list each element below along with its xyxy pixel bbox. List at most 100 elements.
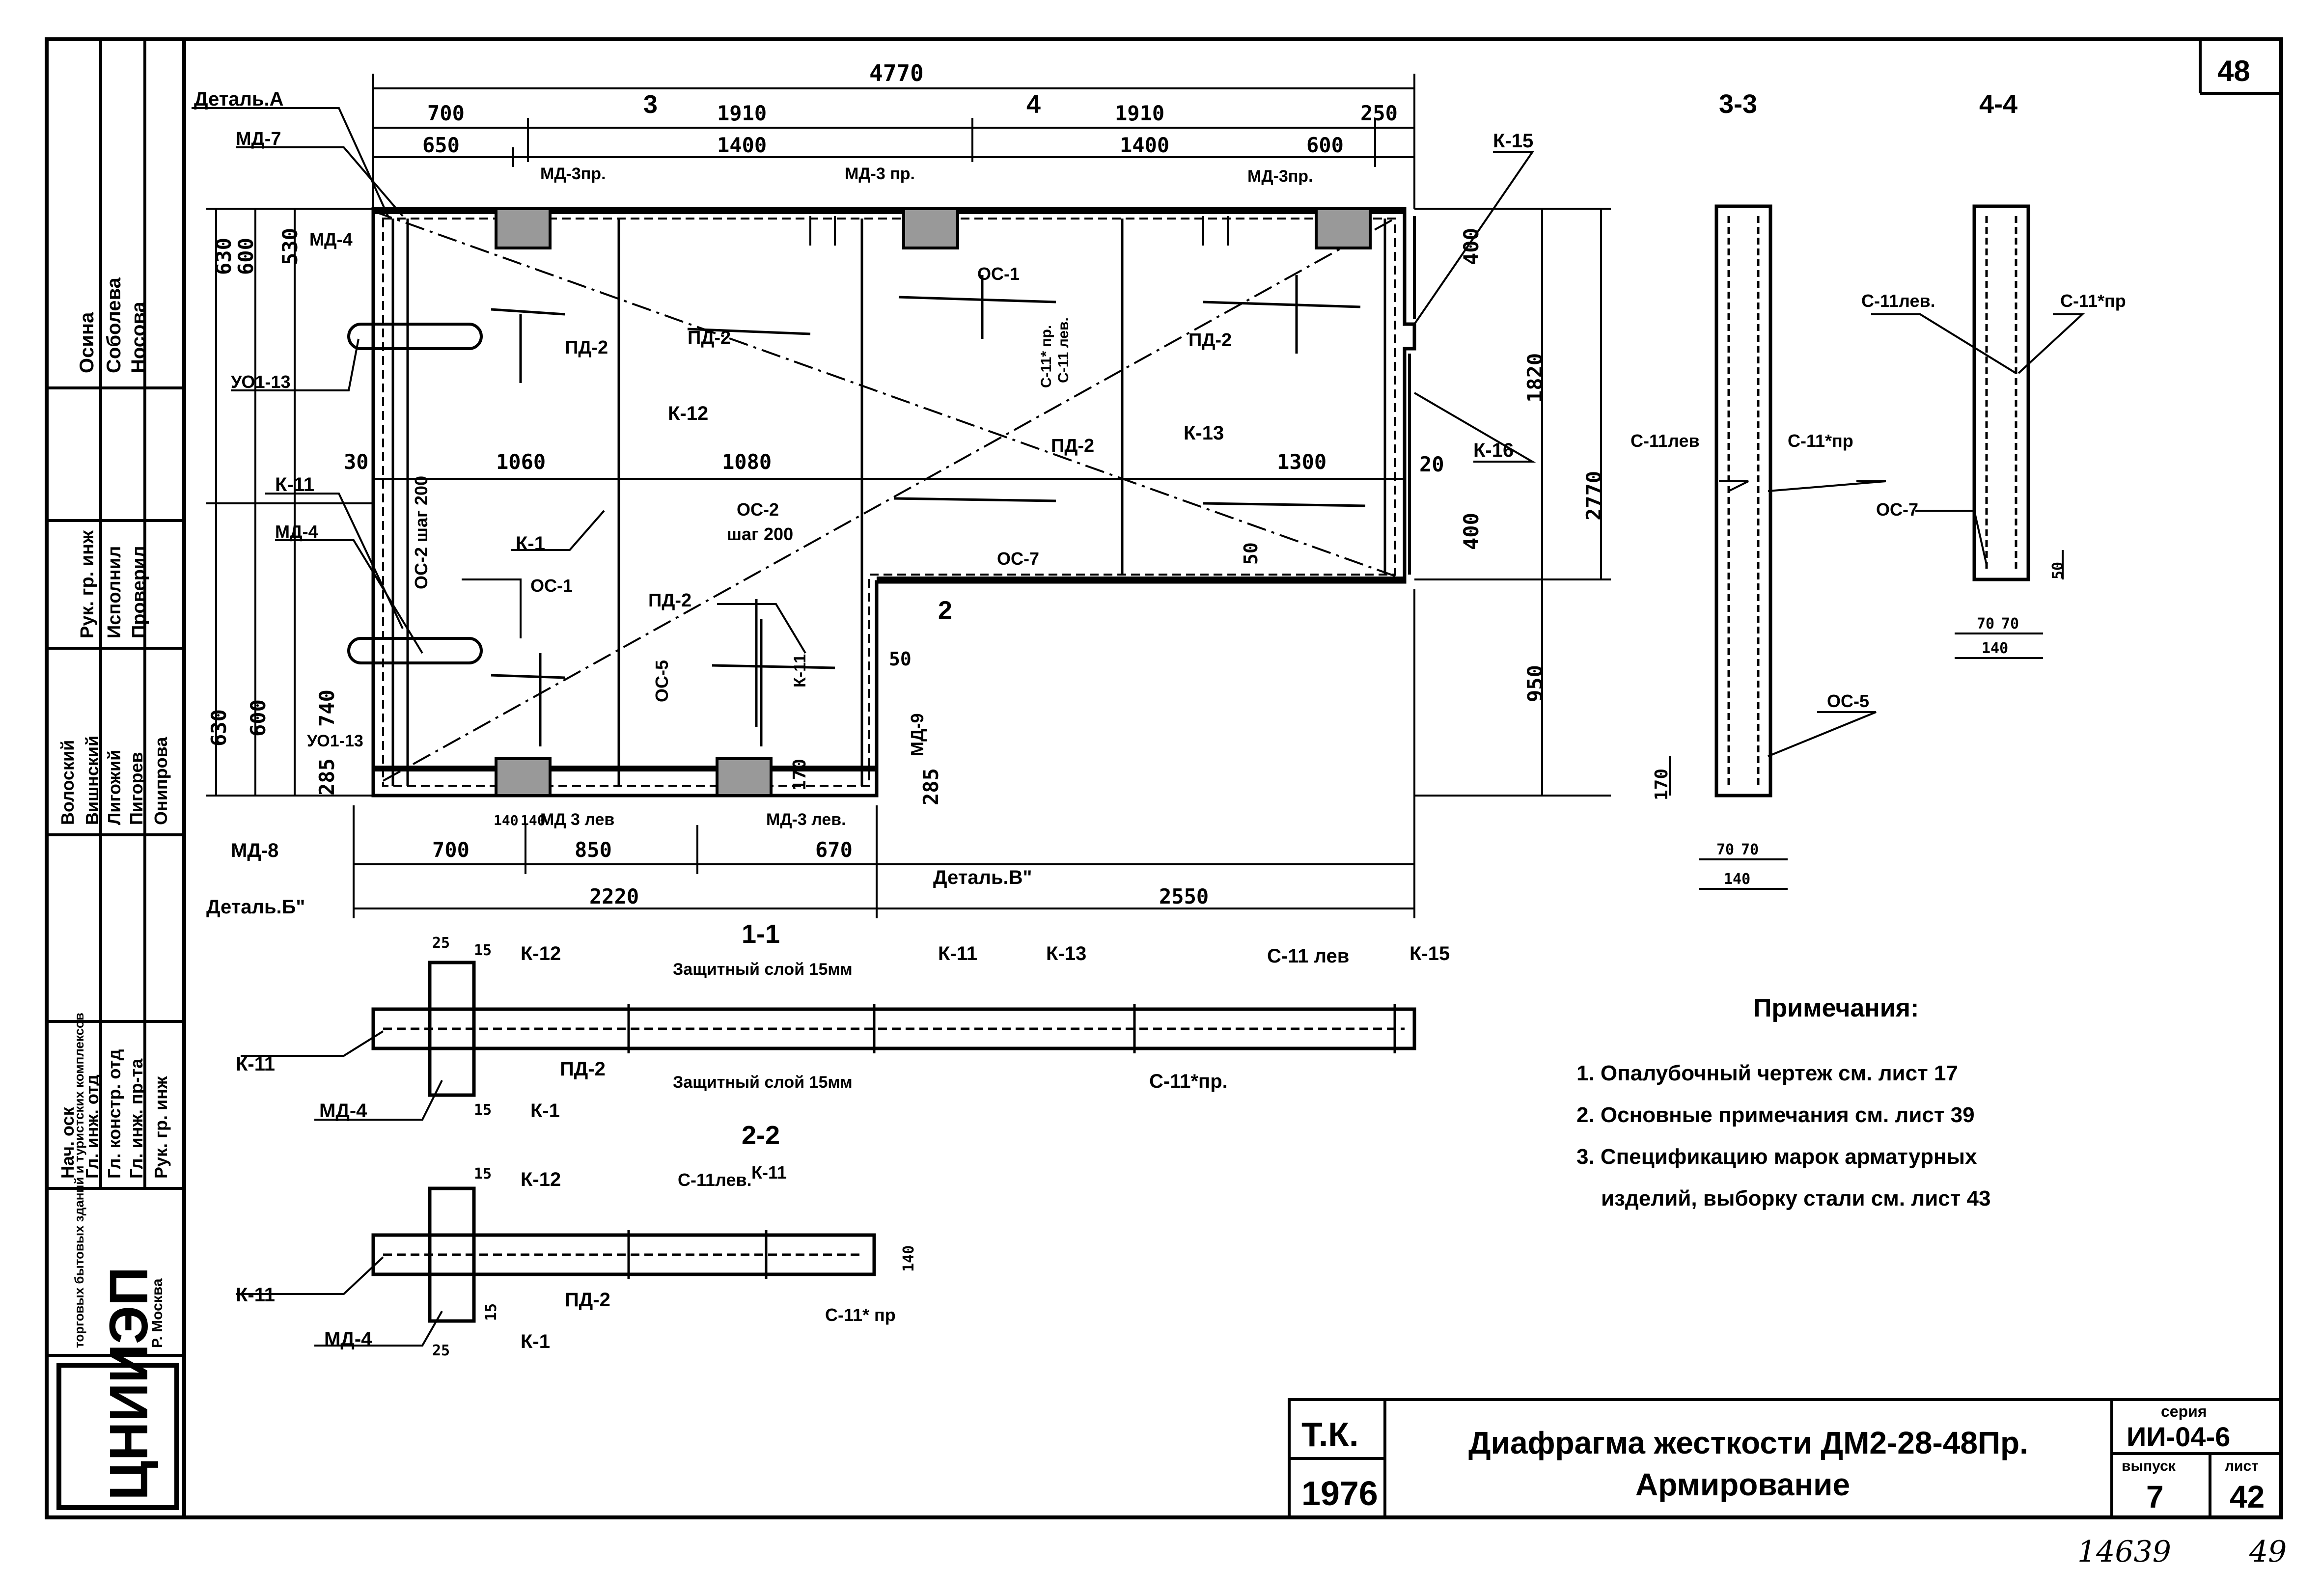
label-plan-labels-k1: К-1 [516,533,545,554]
label-plan-labels-cut4: 4 [1026,90,1041,119]
label-plan-dims-right-d950: 950 [1523,665,1547,702]
stamp-people-1: Вишнский [82,736,102,825]
label-plan-labels-pd2d: ПД-2 [1051,436,1094,456]
archive-number: 14639 [2077,1535,2171,1569]
label-sec11-cover-bottom: Защитный слой 15мм [673,1073,853,1092]
series-value: ИИ-04-6 [2127,1421,2230,1452]
label-plan-labels-pd2c: ПД-2 [1188,330,1232,351]
label-sec22-c11lev: С-11лев. [678,1170,752,1190]
label-plan-labels-md3lev-a: МД 3 лев [540,810,614,829]
label-plan-dims-left-d740: 740 [315,689,339,727]
sheet-label: лист [2225,1458,2259,1474]
label-sec44-c11lev: С-11лев. [1861,291,1935,311]
label-sec33-c11pr: С-11*пр [1788,431,1853,451]
label-plan-dims-left-d630a: 630 [212,238,236,275]
label-sec11-k1: К-1 [530,1100,560,1122]
label-plan-labels-uo13b: УО1-13 [307,732,363,750]
label-plan-dims-bottom-d850: 850 [575,838,612,862]
label-plan-labels-k16: К-16 [1473,440,1514,461]
label-plan-labels-md9: МД-9 [907,713,927,756]
label-plan-labels-md3pr-a: МД-3пр. [540,165,606,183]
label-sec11-k11b: К-11 [236,1053,275,1075]
note-4: изделий, выборку стали см. лист 43 [1601,1186,1990,1211]
label-plan-dims-right-d400a: 400 [1459,228,1483,265]
label-sec11-md4: МД-4 [319,1100,367,1122]
label-plan-dims-mid-d1060: 1060 [496,450,546,474]
label-plan-dims-right-d2770: 2770 [1582,471,1606,521]
label-plan-dims-left-d600a: 600 [234,238,258,275]
label-sec22-k1: К-1 [521,1331,550,1352]
stamp-org: ЦНИИЭП [99,1267,159,1500]
section-1-1 [371,961,1416,1097]
label-detail-a: Деталь.А [194,88,284,110]
label-plan-labels-md3lev-b: МД-3 лев. [766,810,846,829]
section-4-4 [1955,204,2064,659]
label-plan-dims-mid-d170: 170 [790,759,810,791]
org-logo [56,1363,179,1510]
notes-title: Примечания: [1753,994,1919,1022]
label-sec44-c11pr: С-11*пр [2060,291,2126,311]
note-1: 1. Опалубочный чертеж см. лист 17 [1576,1061,1958,1085]
label-plan-dims-right-d400b: 400 [1459,513,1483,550]
label-sec22-k11: К-11 [751,1162,787,1183]
stamp-roles-2: Гл. констр. отд [104,1049,124,1179]
leader-lines [192,107,2085,1347]
label-sec22-c11pr: С-11* пр [825,1305,896,1325]
label-plan-labels-k15: К-15 [1493,130,1533,152]
label-sec11-d15b: 15 [474,1101,492,1119]
label-plan-labels-md8: МД-8 [231,840,278,861]
label-sec44-d50: 50 [2049,562,2067,579]
title-tk: Т.К. [1301,1415,1358,1454]
label-plan-labels-c11: С-11* пр. [1038,325,1054,388]
label-sec33-d140: 140 [1724,871,1750,888]
label-plan-labels-k11: К-11 [275,474,314,495]
page-number: 49 [2249,1535,2287,1569]
label-sec22-k11b: К-11 [236,1284,275,1306]
drawing-title-line1: Диафрагма жесткости ДМ2-28-48Пр. [1468,1425,2028,1460]
panel-outline [371,207,1416,798]
issue-label: выпуск [2122,1458,2176,1474]
label-plan-dims-mid-d50a: 50 [1240,542,1262,565]
stamp-org-sub: торговых бытовых зданий и туристских ком… [72,1013,86,1348]
series-label: серия [2161,1403,2207,1420]
section-1-1-labels: 1-1 25 15 15 К-12 Защитный слой 15мм К-1… [236,919,1450,1122]
label-plan-labels-k11b: К-11 [791,654,809,688]
label-plan-labels-md3pr-b: МД-3 пр. [845,165,915,183]
label-plan-labels-md4a: МД-4 [309,229,353,249]
label-plan-dims-left-d285: 285 [315,758,339,796]
note-3: 3. Спецификацию марок арматурных [1576,1145,1977,1169]
label-plan-dims-top-total: 4770 [869,60,924,86]
label-plan-labels-os7: ОС-7 [997,549,1039,569]
label-sec11-c11pr: С-11*пр. [1149,1071,1228,1092]
label-plan-labels-os2vert: ОС-2 шаг 200 [411,476,431,589]
label-plan-labels-md3pr-c: МД-3пр. [1247,167,1313,186]
stamp-roles-4: Рук. гр. инж [151,1076,171,1179]
section-3-3 [1669,204,1788,890]
label-sec11-d15a: 15 [474,942,492,959]
stamp-roles2-1: Исполнил [104,546,125,638]
drawing-title-line2: Армирование [1635,1467,1850,1502]
label-detail-v: Деталь.В" [933,867,1032,888]
stamp-people2-1: Соболева [103,277,125,373]
label-plan-dims-top-d1910b: 1910 [1115,101,1164,125]
note-2: 2. Основные примечания см. лист 39 [1576,1103,1975,1127]
notes: Примечания: 1. Опалубочный чертеж см. ли… [1576,994,1990,1211]
label-plan-labels-os2step: шаг 200 [727,524,793,544]
plate-md3-top-right [1315,207,1372,249]
label-sec44-title: 4-4 [1979,89,2017,119]
stamp-roles-1: Гл. инж. отд [82,1074,102,1179]
label-plan-labels-md7: МД-7 [236,129,281,149]
label-sec44-os7: ОС-7 [1876,499,1918,520]
dimension-lines [206,74,1611,918]
label-sec22-title: 2-2 [742,1121,780,1150]
label-plan-labels-pd2e: ПД-2 [648,590,691,611]
stamp-people-4: Онипрова [151,737,171,825]
label-plan-dims-bottom-d140: 140 [494,812,519,828]
label-sec22-d140: 140 [900,1245,917,1272]
label-sec44-d140: 140 [1982,640,2008,657]
stamp-org-sub2: Р. Москва [149,1278,166,1348]
label-plan-labels-c11lev: С-11 лев. [1055,317,1072,383]
issue-value: 7 [2146,1479,2164,1514]
stamp-people2-2: Носова [128,301,149,373]
